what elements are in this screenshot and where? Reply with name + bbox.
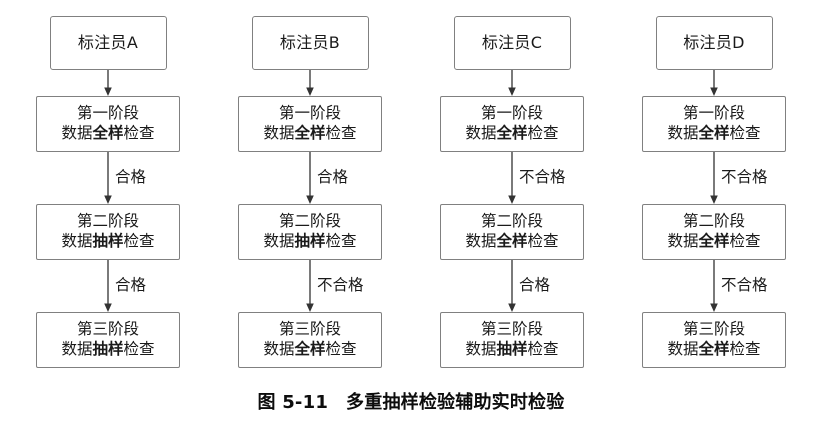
stage-detail: 数据全样检查: [667, 232, 761, 250]
edge-label-a-2: 合格: [115, 275, 147, 294]
stage-title: 第三阶段: [278, 320, 341, 339]
annotator-label-a: 标注员A: [77, 33, 139, 52]
annotator-box-d: 标注员D: [655, 16, 773, 70]
stage-title: 第一阶段: [278, 104, 341, 123]
connector-c-header-to-stage1: [440, 70, 584, 96]
connector-c-stage2-to-stage3: 合格: [440, 260, 584, 312]
stage-detail: 数据全样检查: [667, 340, 761, 358]
arrow-down-icon: [306, 260, 314, 312]
stage-title: 第一阶段: [76, 104, 139, 123]
flow-column-c: 标注员C 第一阶段 数据全样检查 不合格 第二阶段: [419, 0, 605, 368]
stage-box-d-1: 第一阶段 数据全样检查: [642, 96, 786, 152]
edge-label-c-1: 不合格: [519, 167, 566, 186]
connector-d-header-to-stage1: [642, 70, 786, 96]
connector-b-stage1-to-stage2: 合格: [238, 152, 382, 204]
stage-detail: 数据抽样检查: [465, 340, 559, 358]
stage-box-d-3: 第三阶段 数据全样检查: [642, 312, 786, 368]
arrow-down-icon: [306, 152, 314, 204]
stage-title: 第三阶段: [480, 320, 543, 339]
stage-title: 第一阶段: [480, 104, 543, 123]
annotator-box-b: 标注员B: [251, 16, 369, 70]
connector-a-stage2-to-stage3: 合格: [36, 260, 180, 312]
figure-caption-title: 多重抽样检验辅助实时检验: [346, 392, 565, 413]
arrow-down-icon: [104, 70, 112, 96]
connector-b-header-to-stage1: [238, 70, 382, 96]
stage-title: 第二阶段: [480, 212, 543, 231]
arrow-down-icon: [306, 70, 314, 96]
arrow-down-icon: [104, 260, 112, 312]
stage-title: 第一阶段: [682, 104, 745, 123]
arrow-down-icon: [104, 152, 112, 204]
stage-detail: 数据全样检查: [667, 124, 761, 142]
edge-label-b-2: 不合格: [317, 275, 364, 294]
connector-d-stage2-to-stage3: 不合格: [642, 260, 786, 312]
stage-box-c-1: 第一阶段 数据全样检查: [440, 96, 584, 152]
stage-detail: 数据全样检查: [465, 124, 559, 142]
annotator-label-c: 标注员C: [481, 33, 543, 52]
stage-detail: 数据全样检查: [465, 232, 559, 250]
edge-label-d-2: 不合格: [721, 275, 768, 294]
flowchart-columns: 标注员A 第一阶段 数据全样检查 合格 第二阶段: [15, 0, 807, 368]
stage-box-c-3: 第三阶段 数据抽样检查: [440, 312, 584, 368]
stage-detail: 数据全样检查: [263, 340, 357, 358]
stage-box-a-2: 第二阶段 数据抽样检查: [36, 204, 180, 260]
flow-column-d: 标注员D 第一阶段 数据全样检查 不合格 第二阶段: [621, 0, 807, 368]
annotator-box-c: 标注员C: [453, 16, 571, 70]
arrow-down-icon: [508, 260, 516, 312]
stage-box-a-1: 第一阶段 数据全样检查: [36, 96, 180, 152]
connector-c-stage1-to-stage2: 不合格: [440, 152, 584, 204]
stage-box-b-3: 第三阶段 数据全样检查: [238, 312, 382, 368]
edge-label-a-1: 合格: [115, 167, 147, 186]
arrow-down-icon: [508, 152, 516, 204]
stage-box-c-2: 第二阶段 数据全样检查: [440, 204, 584, 260]
stage-title: 第三阶段: [76, 320, 139, 339]
figure-caption-number: 图 5-11: [257, 392, 329, 413]
arrow-down-icon: [710, 260, 718, 312]
edge-label-c-2: 合格: [519, 275, 551, 294]
arrow-down-icon: [710, 152, 718, 204]
stage-title: 第二阶段: [278, 212, 341, 231]
connector-b-stage2-to-stage3: 不合格: [238, 260, 382, 312]
edge-label-d-1: 不合格: [721, 167, 768, 186]
stage-detail: 数据全样检查: [263, 124, 357, 142]
stage-box-b-2: 第二阶段 数据抽样检查: [238, 204, 382, 260]
stage-box-a-3: 第三阶段 数据抽样检查: [36, 312, 180, 368]
arrow-down-icon: [508, 70, 516, 96]
stage-box-b-1: 第一阶段 数据全样检查: [238, 96, 382, 152]
edge-label-b-1: 合格: [317, 167, 349, 186]
annotator-label-b: 标注员B: [279, 33, 341, 52]
stage-title: 第三阶段: [682, 320, 745, 339]
arrow-down-icon: [710, 70, 718, 96]
connector-a-header-to-stage1: [36, 70, 180, 96]
stage-detail: 数据抽样检查: [61, 232, 155, 250]
connector-a-stage1-to-stage2: 合格: [36, 152, 180, 204]
flow-column-b: 标注员B 第一阶段 数据全样检查 合格 第二阶段: [217, 0, 403, 368]
figure-caption: 图 5-11 多重抽样检验辅助实时检验: [0, 388, 822, 414]
connector-d-stage1-to-stage2: 不合格: [642, 152, 786, 204]
stage-title: 第二阶段: [76, 212, 139, 231]
stage-title: 第二阶段: [682, 212, 745, 231]
stage-box-d-2: 第二阶段 数据全样检查: [642, 204, 786, 260]
stage-detail: 数据抽样检查: [263, 232, 357, 250]
stage-detail: 数据全样检查: [61, 124, 155, 142]
annotator-box-a: 标注员A: [49, 16, 167, 70]
stage-detail: 数据抽样检查: [61, 340, 155, 358]
annotator-label-d: 标注员D: [683, 33, 745, 52]
flow-column-a: 标注员A 第一阶段 数据全样检查 合格 第二阶段: [15, 0, 201, 368]
